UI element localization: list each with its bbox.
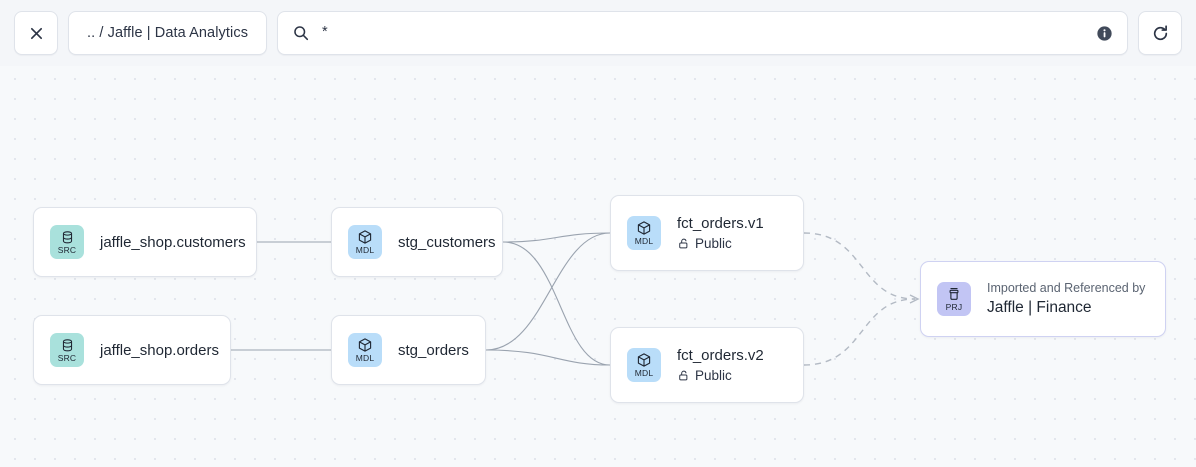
node-title: stg_orders [398, 341, 469, 359]
node-text: jaffle_shop.customers [100, 233, 246, 252]
node-title: jaffle_shop.orders [100, 341, 219, 359]
badge-label: MDL [355, 353, 375, 363]
edge-stgcustomers-to-v1 [502, 232, 611, 243]
node-visibility: Public [677, 235, 764, 253]
breadcrumb[interactable]: .. / Jaffle | Data Analytics [68, 11, 268, 55]
badge-label: SRC [57, 352, 77, 363]
toolbar: .. / Jaffle | Data Analytics * [0, 0, 1196, 66]
node-kicker: Imported and Referenced by [987, 281, 1146, 295]
unlock-icon [677, 237, 690, 250]
cube-icon [357, 229, 373, 245]
edge-stgorders-to-v1 [485, 232, 611, 351]
node-title: jaffle_shop.customers [100, 233, 246, 251]
node-type-badge-mdl: MDL [627, 348, 661, 382]
search-input[interactable]: * [322, 23, 328, 40]
node-text: stg_customers [398, 233, 496, 252]
edge-v2-to-project [803, 298, 916, 366]
search-field[interactable]: * [277, 11, 1128, 55]
search-icon [292, 24, 310, 42]
node-title: Jaffle | Finance [987, 299, 1092, 316]
node-text: stg_orders [398, 341, 469, 360]
node-text: Imported and Referenced by Jaffle | Finan… [987, 280, 1145, 318]
node-type-badge-mdl: MDL [348, 225, 382, 259]
node-title: stg_customers [398, 233, 496, 251]
badge-label: MDL [634, 368, 654, 378]
node-type-badge-mdl: MDL [348, 333, 382, 367]
graph-node-stg_orders[interactable]: MDL stg_orders [331, 315, 486, 385]
badge-label: MDL [355, 245, 375, 255]
node-type-badge-src: SRC [50, 225, 84, 259]
graph-node-stg_customers[interactable]: MDL stg_customers [331, 207, 503, 277]
cube-icon [357, 337, 373, 353]
unlock-icon [677, 369, 690, 382]
close-button[interactable] [14, 11, 58, 55]
cube-icon [636, 352, 652, 368]
node-text: jaffle_shop.orders [100, 341, 219, 360]
edge-stgcustomers-to-v2 [502, 241, 611, 366]
info-icon[interactable] [1096, 25, 1113, 42]
node-title: fct_orders.v1 [677, 214, 764, 232]
node-type-badge-mdl: MDL [627, 216, 661, 250]
node-visibility: Public [677, 367, 764, 385]
edge-v1-to-project [803, 232, 916, 300]
graph-node-jaffle_shop_orders[interactable]: SRC jaffle_shop.orders [33, 315, 231, 385]
graph-node-jaffle_shop_customers[interactable]: SRC jaffle_shop.customers [33, 207, 257, 277]
node-type-badge-prj: PRJ [937, 282, 971, 316]
project-jar-icon [946, 286, 962, 302]
database-icon [60, 230, 75, 245]
node-visibility-label: Public [695, 367, 732, 383]
edge-stgorders-to-v2 [485, 349, 611, 366]
node-type-badge-src: SRC [50, 333, 84, 367]
badge-label: PRJ [945, 302, 963, 312]
edge-arrowhead [909, 294, 920, 304]
refresh-icon [1151, 24, 1170, 43]
close-icon [28, 25, 45, 42]
refresh-button[interactable] [1138, 11, 1182, 55]
node-visibility-label: Public [695, 235, 732, 251]
node-title: fct_orders.v2 [677, 346, 764, 364]
database-icon [60, 338, 75, 353]
graph-node-jaffle_finance[interactable]: PRJ Imported and Referenced by Jaffle | Fi… [920, 261, 1166, 337]
badge-label: MDL [634, 236, 654, 246]
breadcrumb-label: .. / Jaffle | Data Analytics [87, 25, 249, 41]
badge-label: SRC [57, 244, 77, 255]
cube-icon [636, 220, 652, 236]
